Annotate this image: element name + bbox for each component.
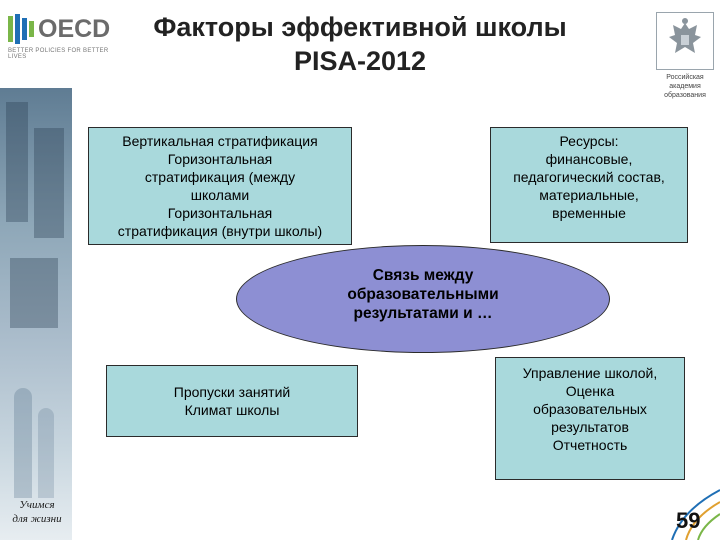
- oecd-logo-text: OECD: [38, 15, 111, 43]
- box-line: Климат школы: [184, 402, 280, 418]
- box-line: временные: [552, 205, 626, 221]
- ellipse-line: Связь между: [372, 267, 474, 284]
- motto-line: Учимся: [19, 499, 55, 511]
- attendance-climate-box: Пропуски занятий Климат школы: [106, 365, 358, 437]
- side-motto: Учимся для жизни: [4, 498, 70, 526]
- page-title: Факторы эффективной школы PISA-2012: [150, 10, 570, 78]
- emblem-caption-line: Российская: [666, 74, 704, 81]
- box-line: педагогический состав,: [513, 169, 665, 185]
- resources-box: Ресурсы: финансовые, педагогический сост…: [490, 127, 688, 243]
- oecd-logo-mark-icon: [8, 14, 34, 44]
- ellipse-line: образовательными: [347, 286, 499, 303]
- stratification-box: Вертикальная стратификация Горизонтальна…: [88, 127, 352, 245]
- box-line: образовательных: [533, 401, 647, 417]
- box-line: Управление школой,: [522, 365, 658, 381]
- box-line: Оценка: [565, 383, 615, 399]
- side-figure-shape: [14, 388, 32, 498]
- motto-line: для жизни: [12, 513, 62, 525]
- side-building-shape: [10, 258, 58, 328]
- box-line: Ресурсы:: [559, 133, 619, 149]
- page-title-line: Факторы эффективной школы: [153, 12, 567, 42]
- box-line: результатов: [551, 419, 629, 435]
- box-line: Отчетность: [552, 437, 628, 453]
- box-line: финансовые,: [545, 151, 633, 167]
- box-line: Горизонтальная: [167, 151, 273, 167]
- box-line: Вертикальная стратификация: [122, 133, 318, 149]
- emblem-caption-line: академия: [669, 83, 701, 90]
- oecd-logo: OECD BETTER POLICIES FOR BETTER LIVES: [4, 8, 124, 60]
- double-eagle-emblem-icon: [669, 18, 701, 53]
- oecd-logo-tagline: BETTER POLICIES FOR BETTER LIVES: [8, 48, 109, 60]
- emblem-caption: Российская академия образования: [652, 73, 718, 100]
- box-line: Горизонтальная: [167, 205, 273, 221]
- box-line: стратификация (внутри школы): [117, 223, 323, 239]
- side-building-shape: [34, 128, 64, 238]
- box-line: стратификация (между: [144, 169, 296, 185]
- emblem-caption-line: образования: [664, 92, 706, 99]
- academy-emblem: [656, 12, 714, 70]
- side-building-shape: [6, 102, 28, 222]
- ellipse-line: результатами и …: [353, 305, 493, 322]
- box-line: материальные,: [539, 187, 639, 203]
- side-figure-shape: [38, 408, 54, 498]
- page-title-line: PISA-2012: [293, 46, 427, 76]
- box-line: школами: [190, 187, 250, 203]
- center-ellipse: Связь между образовательными результатам…: [236, 245, 610, 353]
- side-photo-strip: [0, 88, 72, 540]
- management-box: Управление школой, Оценка образовательны…: [495, 357, 685, 480]
- corner-accent-icon: [671, 489, 720, 540]
- page-number: 59: [676, 508, 701, 533]
- box-line: Пропуски занятий: [173, 384, 291, 400]
